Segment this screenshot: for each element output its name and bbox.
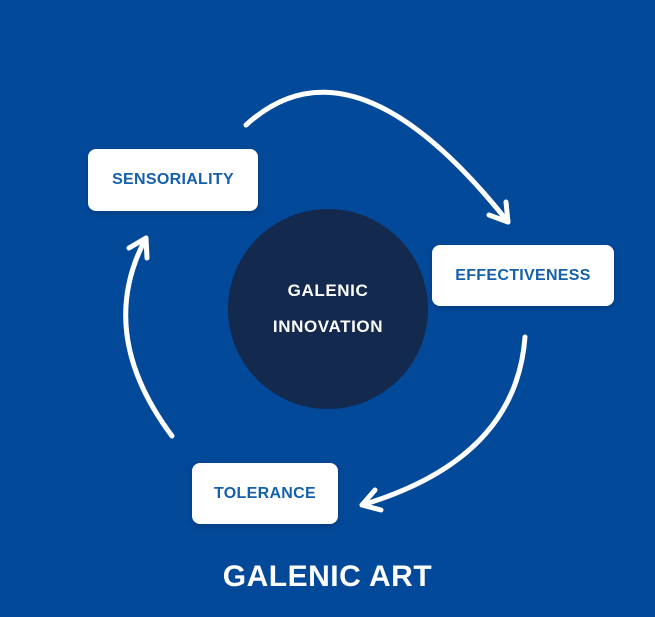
center-label: GALENIC INNOVATION [273, 273, 383, 345]
node-sensoriality-label: SENSORIALITY [112, 171, 234, 188]
arrow-tolerance-to-sensoriality-icon [123, 235, 175, 439]
node-effectiveness: EFFECTIVENESS [432, 245, 614, 306]
node-sensoriality: SENSORIALITY [88, 149, 258, 211]
center-circle: GALENIC INNOVATION [228, 209, 428, 409]
node-effectiveness-label: EFFECTIVENESS [455, 266, 591, 284]
node-tolerance: TOLERANCE [192, 463, 338, 524]
node-tolerance-label: TOLERANCE [214, 484, 316, 502]
center-label-line1: GALENIC [287, 281, 369, 300]
diagram-title: GALENIC ART [222, 560, 433, 593]
center-label-line2: INNOVATION [272, 317, 384, 336]
arrow-effectiveness-to-tolerance-icon [359, 334, 528, 513]
arrow-sensoriality-to-effectiveness-icon [243, 89, 511, 225]
